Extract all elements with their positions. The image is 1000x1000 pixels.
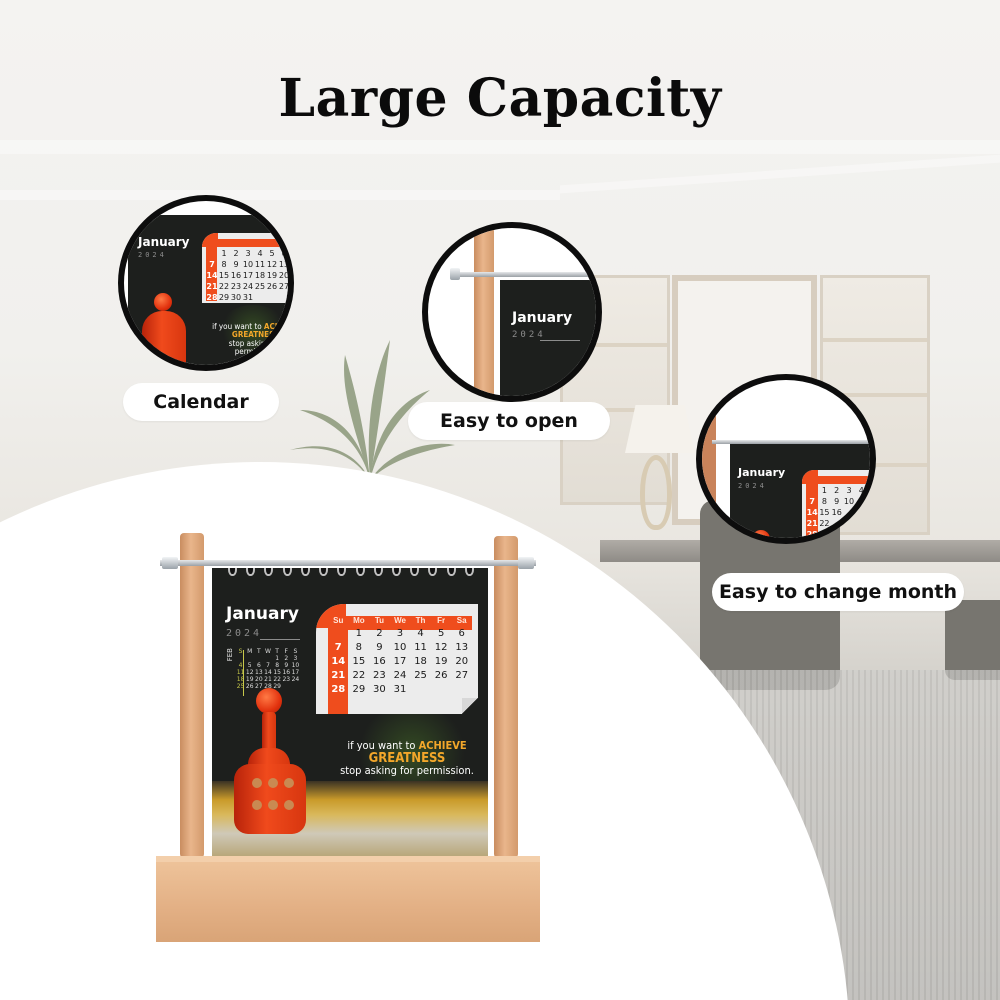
ceiling-beam bbox=[0, 140, 1000, 154]
wooden-post-right bbox=[494, 536, 518, 858]
office-chair-side bbox=[945, 600, 1000, 680]
year-underline bbox=[260, 639, 300, 640]
rod-nut-right bbox=[518, 557, 534, 569]
motivational-quote: if you want to ACHIEVE GREATNESS stop as… bbox=[340, 739, 474, 778]
mini-month-separator bbox=[243, 650, 244, 696]
calendar-card-zoom: January 2024 bbox=[500, 280, 596, 396]
month-label: January bbox=[226, 604, 299, 624]
mini-month-label: FEB bbox=[226, 648, 234, 662]
year-label: 2024 bbox=[226, 628, 263, 639]
wooden-base-top bbox=[156, 856, 540, 862]
lamp-base bbox=[640, 455, 672, 530]
page-title: Large Capacity bbox=[278, 68, 722, 129]
red-dice-base bbox=[234, 764, 306, 834]
wooden-base bbox=[156, 856, 540, 942]
ceiling-beam bbox=[560, 154, 1000, 194]
red-pawn-icon bbox=[256, 688, 282, 714]
feature-label-easy-open: Easy to open bbox=[408, 402, 610, 440]
page-curl bbox=[462, 698, 478, 714]
ceiling-beam bbox=[0, 190, 560, 200]
quote-text-zoom: if you want to ACHIEVE GREATNESS stop as… bbox=[212, 322, 289, 357]
spiral-binding bbox=[228, 568, 474, 576]
plant-decor bbox=[290, 340, 455, 480]
feature-label-easy-change-month: Easy to change month bbox=[712, 573, 964, 611]
rod-nut-left bbox=[162, 557, 178, 569]
metal-rod bbox=[160, 560, 536, 566]
feature-easy-open-closeup: January 2024 bbox=[422, 222, 602, 402]
feature-label-calendar: Calendar bbox=[123, 383, 279, 421]
wooden-post-left bbox=[180, 533, 204, 858]
lamp-shade bbox=[625, 405, 695, 453]
